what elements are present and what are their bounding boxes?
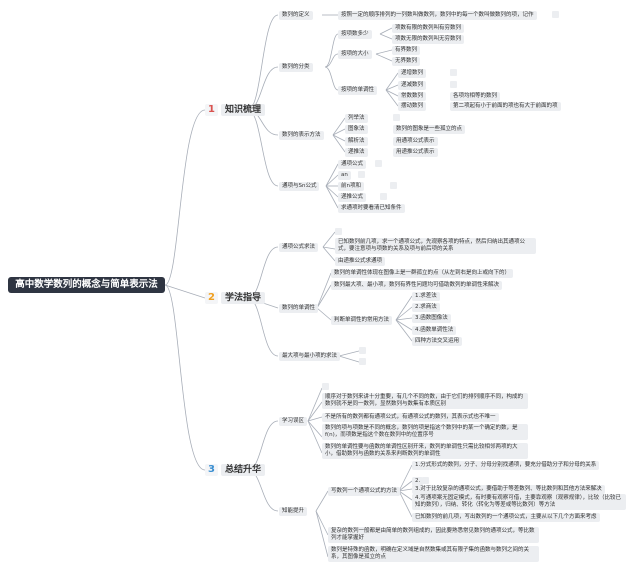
section-label: 学法指导 — [220, 292, 265, 304]
node-by-monotonic[interactable]: 按项的单调性 — [338, 86, 378, 95]
node-recursive-formula[interactable]: 递推公式 — [338, 193, 367, 202]
node-condition-note[interactable]: 求通项时要看清已知条件 — [338, 204, 405, 213]
node-monotonicity[interactable]: 数列的单调性 — [279, 304, 319, 313]
root-node[interactable]: 高中数学数列的概念与简单表示法 — [8, 277, 165, 293]
formula-icon — [359, 358, 366, 365]
node-by-size[interactable]: 按项的大小 — [338, 50, 372, 59]
node-mono-vs-function[interactable]: 数列的单调性要与函数的单调性区别开来，数列的单调性只需比较相邻两项的大小，借助数… — [322, 443, 528, 459]
node-list-method[interactable]: 列举法 — [345, 114, 368, 123]
node-definition-text[interactable]: 按照一定的顺序排列的一列数叫做数列，数列中的每一个数叫做数列的项，记作 — [338, 11, 537, 20]
node-mono-methods[interactable]: 判断单调性的常用方法 — [331, 316, 393, 325]
node-partial-sum[interactable]: 前n项和 — [338, 182, 364, 191]
node-decreasing[interactable]: 递减数列 — [398, 81, 427, 90]
node-special-function[interactable]: 数列是特殊的函数，明确在定义域是自然数集或其有限子集的函数与数列之间的关系，其图… — [328, 546, 539, 562]
node-general-term[interactable]: 通项公式 — [338, 160, 367, 169]
node-order-matters[interactable]: 顺序对于数列来讲十分重要，有几个不同的数，由于它们的排列顺序不同，构成的数列就不… — [322, 393, 528, 409]
node-term-formula-recursive[interactable]: 由递推公式求通项 — [335, 257, 386, 266]
node-analytic-desc[interactable]: 用通项公式表示 — [393, 137, 438, 146]
node-max-min[interactable]: 最大项与最小项的求法 — [279, 352, 341, 361]
formula-icon — [393, 114, 400, 121]
node-graph-method[interactable]: 图象法 — [345, 125, 368, 134]
formula-icon — [380, 193, 387, 200]
node-term-vs-index[interactable]: 数列的项与项数是不同的概念，数列的项是指这个数列中的某一个确定的数，是f(n)，… — [322, 424, 528, 440]
node-constant[interactable]: 常数数列 — [398, 92, 427, 101]
node-increasing[interactable]: 递增数列 — [398, 69, 427, 78]
node-recursive-desc[interactable]: 用递推公式表示 — [393, 148, 438, 157]
node-classification[interactable]: 数列的分类 — [279, 63, 313, 72]
formula-icon — [322, 383, 329, 390]
node-bounded[interactable]: 有界数列 — [392, 46, 421, 55]
node-method-complex[interactable]: 3.对于比较复杂的通项公式，要借助于等差数列、等比数列和其他方法来解决 — [412, 485, 605, 494]
formula-icon — [359, 347, 366, 354]
node-recursive-method[interactable]: 递推法 — [345, 148, 368, 157]
section-number: 2 — [205, 292, 218, 304]
node-improvement[interactable]: 知能提升 — [279, 507, 308, 516]
node-definition[interactable]: 数列的定义 — [279, 11, 313, 20]
node-graph-desc[interactable]: 数列的图象是一些孤立的点 — [393, 125, 466, 134]
formula-icon — [390, 182, 397, 189]
node-mono-extremes[interactable]: 数列最大项、最小项，数列有界性问题均可借助数列的单调性来解决 — [331, 281, 503, 290]
node-representation[interactable]: 数列的表示方法 — [279, 131, 324, 140]
section-number: 1 — [205, 104, 218, 116]
node-term-formula-observe[interactable]: 已知数列前几项，求一个通项公式，先观察各项的特点，然后归纳出其通项公式，要注意项… — [335, 238, 536, 254]
node-method-observe[interactable]: 4.写通项案无固定模式，有时要有观察可借，主要靠观察（观察规律），比较（比较已知… — [412, 494, 626, 510]
node-quotient-method[interactable]: 2.求商法 — [412, 303, 440, 312]
formula-icon — [375, 160, 382, 167]
node-graph-method[interactable]: 3.函数图像法 — [412, 314, 451, 323]
node-function-method[interactable]: 4.函数单调性法 — [412, 326, 457, 335]
node-misconceptions[interactable]: 学习误区 — [279, 417, 308, 426]
section-label: 总结升华 — [220, 464, 265, 476]
section-label: 知识梳理 — [220, 104, 265, 116]
node-formulas[interactable]: 通项与Sn公式 — [279, 182, 320, 191]
formula-icon — [552, 11, 559, 18]
node-an[interactable]: an — [338, 171, 351, 180]
node-formula-not-unique[interactable]: 不是所有的数列都有通项公式，有通项公式的数列，其表示式也不唯一 — [322, 413, 499, 422]
node-term-formula-methods[interactable]: 通项公式求法 — [279, 243, 319, 252]
node-infinite[interactable]: 项数无限的数列叫无穷数列 — [392, 35, 465, 44]
node-complex-sequences[interactable]: 复杂的数列一般都是由简单的数列组成的，因此要熟悉常见数列的通项公式，等比数列才能… — [328, 527, 539, 543]
node-analytic-method[interactable]: 解析法 — [345, 137, 368, 146]
node-difference-method[interactable]: 1.求差法 — [412, 292, 440, 301]
node-method-known-terms[interactable]: 已知数列的前几项，写出数列的一个通项公式，主要从以下几个方面来考虑 — [412, 513, 600, 522]
formula-icon — [450, 81, 457, 88]
node-method-2[interactable]: 2. — [412, 477, 424, 486]
node-mono-graph[interactable]: 数列的单调性体现在图像上是一群孤立的点（从左到右是向上或向下的） — [331, 269, 514, 278]
node-oscillating-desc[interactable]: 第二项起有小于前面的项也有大于前面的项 — [450, 102, 561, 111]
formula-icon — [358, 171, 365, 178]
node-constant-desc[interactable]: 各项均相等的数列 — [450, 92, 501, 101]
node-by-count[interactable]: 按项数多少 — [338, 30, 372, 39]
node-unbounded[interactable]: 无界数列 — [392, 57, 421, 66]
formula-icon — [450, 69, 457, 76]
node-finite[interactable]: 项数有限的数列叫有穷数列 — [392, 24, 465, 33]
node-combined-methods[interactable]: 四种方法交叉运用 — [412, 337, 463, 346]
formula-icon — [335, 228, 342, 235]
node-method-fraction[interactable]: 1.分式形式的数列，分子、分母分别找通项，要充分借助分子和分母的关系 — [412, 461, 600, 470]
node-formula-writing-methods[interactable]: 写数列一个通项公式的方法 — [328, 487, 401, 496]
section-number: 3 — [205, 464, 218, 476]
formula-icon — [422, 477, 429, 484]
node-oscillating[interactable]: 摆动数列 — [398, 102, 427, 111]
